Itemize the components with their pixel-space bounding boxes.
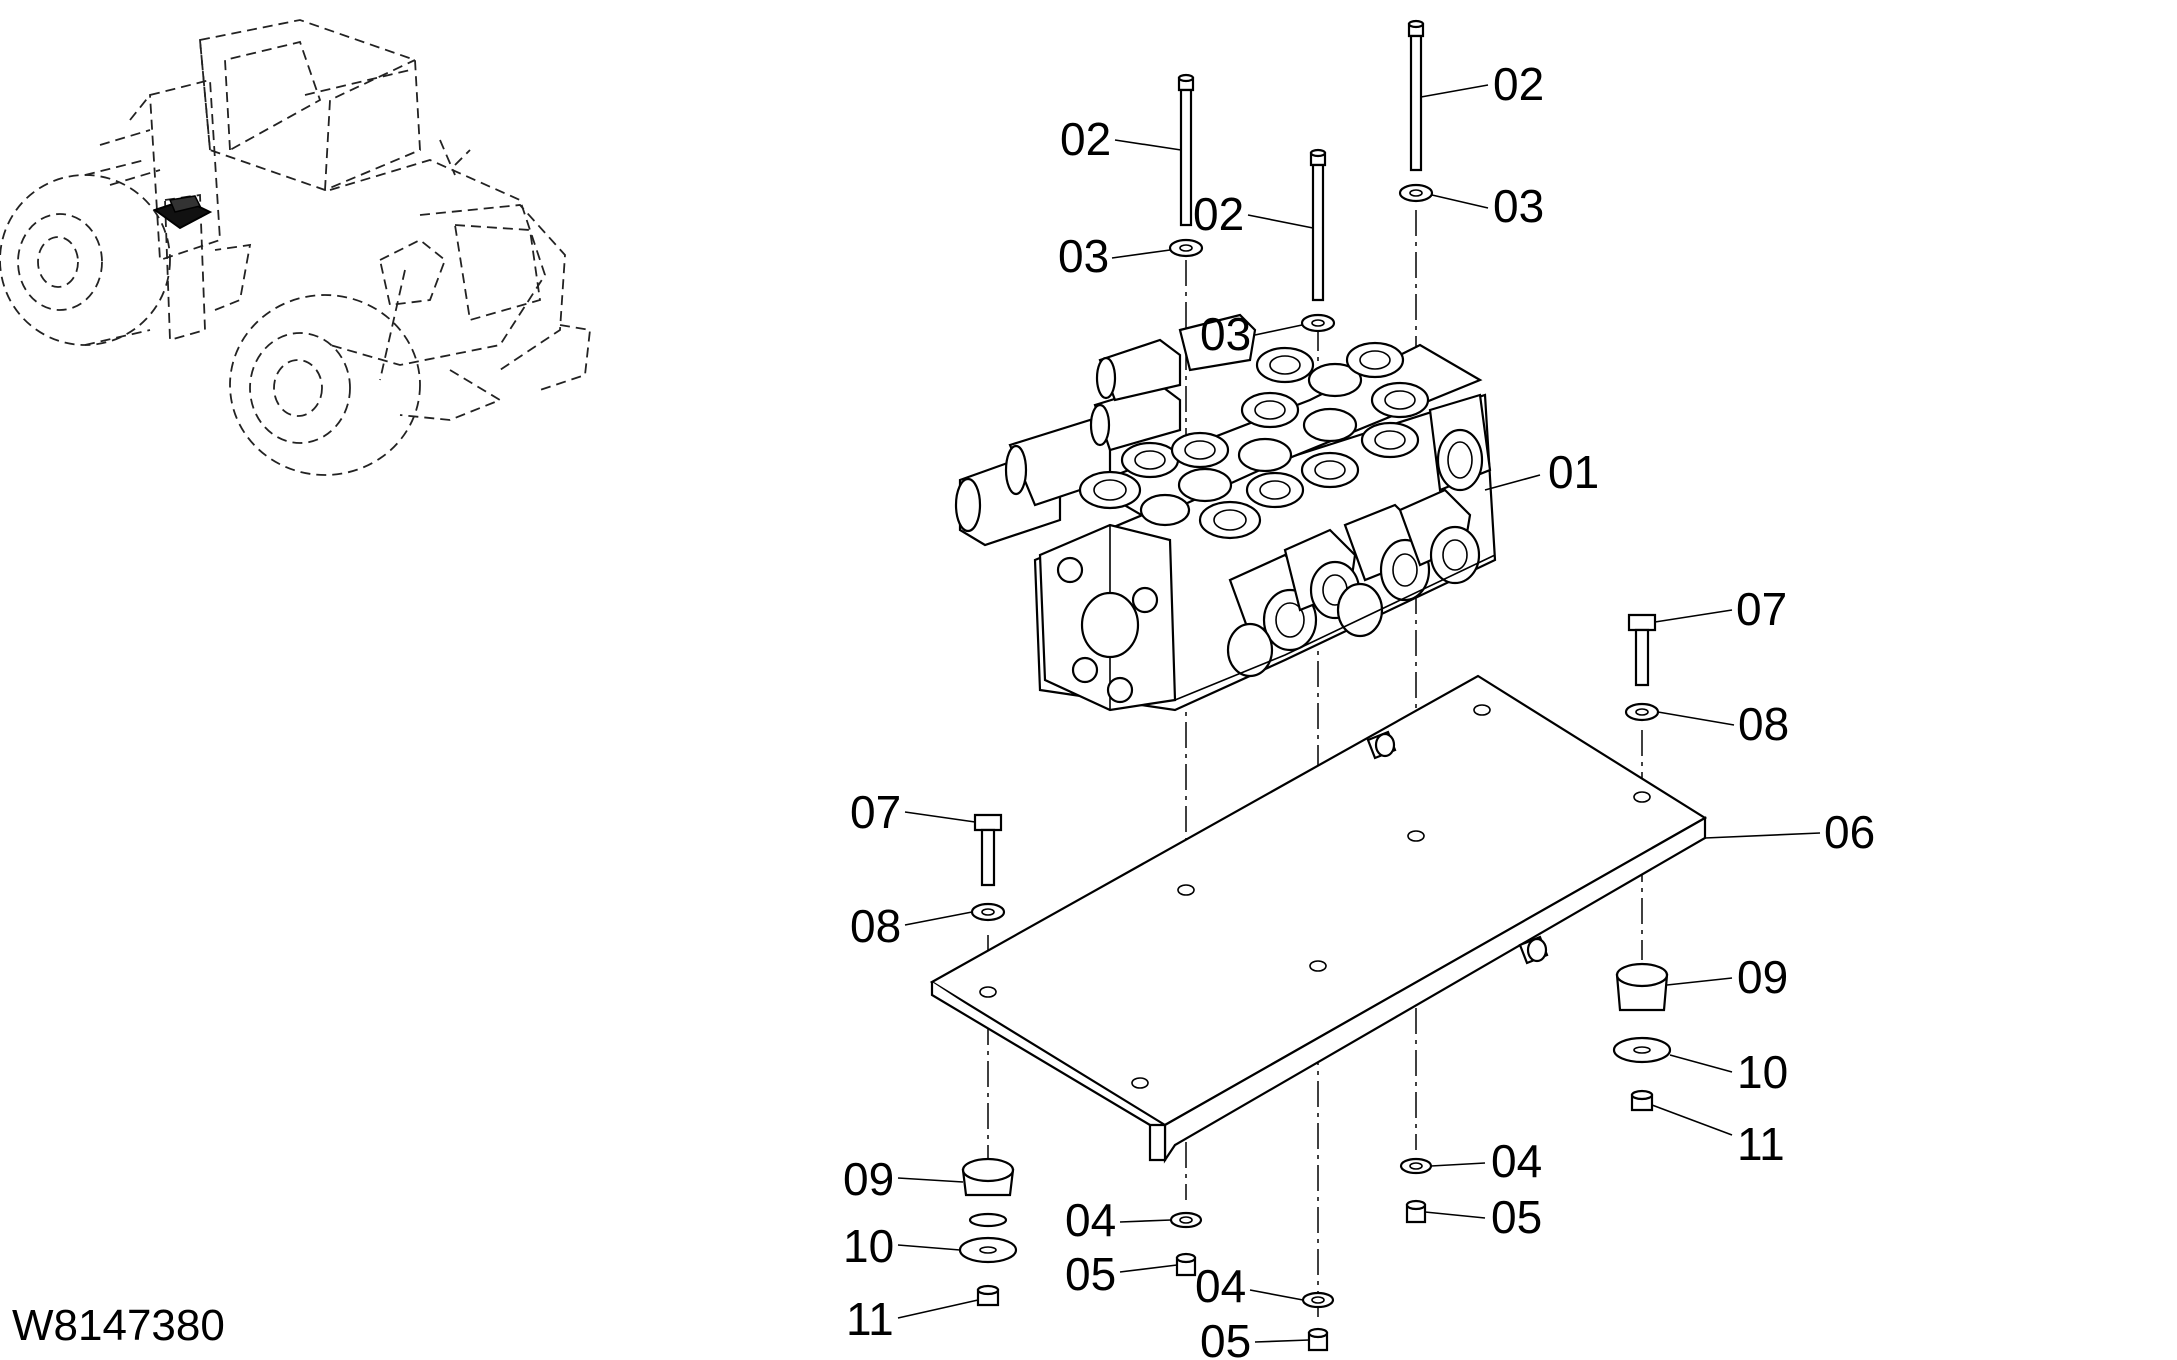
callout-04: 04 xyxy=(1195,1260,1246,1312)
callout-09: 09 xyxy=(843,1153,894,1205)
callout-02: 02 xyxy=(1060,113,1111,165)
valve-mounting-bolts xyxy=(1168,19,1434,333)
callout-11: 11 xyxy=(846,1293,894,1345)
callout-02: 02 xyxy=(1193,188,1244,240)
callout-10: 10 xyxy=(1737,1046,1788,1098)
callout-09: 09 xyxy=(1737,951,1788,1003)
machine-location-overview xyxy=(0,19,591,476)
callout-10: 10 xyxy=(843,1220,894,1272)
callout-05: 05 xyxy=(1491,1191,1542,1243)
callout-01: 01 xyxy=(1548,446,1599,498)
callout-08: 08 xyxy=(1738,698,1789,750)
bottom-washers-nuts xyxy=(1169,1157,1433,1352)
callout-03: 03 xyxy=(1493,180,1544,232)
callout-11: 11 xyxy=(1737,1118,1785,1170)
callout-02: 02 xyxy=(1493,58,1544,110)
left-mount-hardware xyxy=(958,813,1018,1307)
callout-03: 03 xyxy=(1200,308,1251,360)
callout-04: 04 xyxy=(1491,1135,1542,1187)
callout-07: 07 xyxy=(1736,583,1787,635)
callout-labels: 01 02 02 02 03 03 03 04 04 04 05 05 05 0… xyxy=(843,58,1875,1360)
callout-leader-lines xyxy=(897,84,1821,1343)
callout-04: 04 xyxy=(1065,1194,1116,1246)
mounting-plate-part xyxy=(929,674,1708,1164)
callout-08: 08 xyxy=(850,900,901,952)
control-valve-part xyxy=(954,313,1497,712)
callout-05: 05 xyxy=(1200,1315,1251,1360)
callout-06: 06 xyxy=(1824,806,1875,858)
callout-03: 03 xyxy=(1058,230,1109,282)
drawing-number: W8147380 xyxy=(12,1301,225,1350)
right-mount-hardware xyxy=(1612,613,1672,1112)
callout-07: 07 xyxy=(850,786,901,838)
callout-05: 05 xyxy=(1065,1248,1116,1300)
